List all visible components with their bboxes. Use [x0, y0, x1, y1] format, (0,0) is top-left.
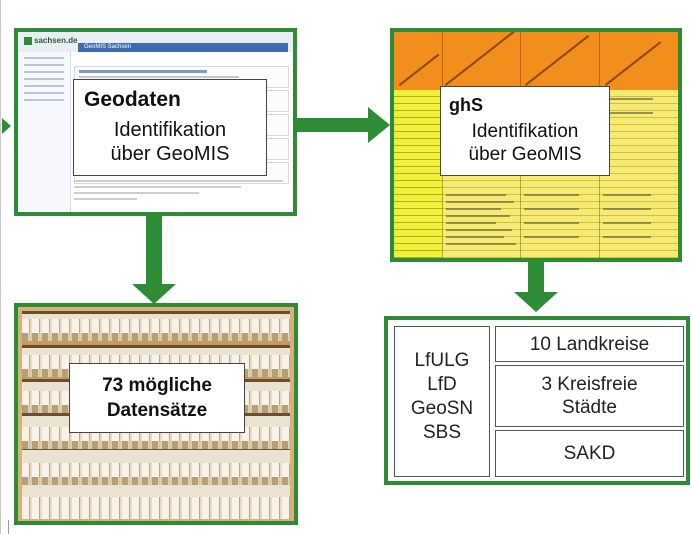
geodaten-line2: über GeoMIS — [110, 143, 230, 165]
authorities-box: LfULG LfD GeoSN SBS — [394, 326, 490, 477]
datasets-line2: Datensätze — [106, 400, 208, 421]
authorities-list: LfULG LfD GeoSN SBS — [395, 349, 489, 445]
authority-item: LfD — [427, 374, 457, 395]
site-logo-text: sachsen.de — [34, 36, 78, 45]
slide-corner-mark — [8, 520, 9, 534]
right-arrow-icon — [297, 107, 390, 143]
spreadsheet-id-column — [394, 90, 442, 258]
geodaten-line1: Identifikation — [113, 119, 227, 141]
kreisfreie-staedte-cell: 3 Kreisfreie Städte — [495, 365, 684, 427]
authority-item: SBS — [422, 422, 462, 443]
landkreise-cell: 10 Landkreise — [495, 326, 684, 362]
incoming-arrow-icon — [2, 118, 11, 134]
geomis-footer — [74, 176, 283, 206]
ghs-callout: ghS Identifikation über GeoMIS — [440, 86, 610, 176]
down-arrow-left-icon — [132, 216, 176, 304]
sachsen-logo: sachsen.de — [24, 36, 78, 45]
geomis-tab: GeoMIS Sachsen — [78, 43, 288, 52]
ghs-line1: Identifikation — [471, 121, 579, 142]
datasets-line1: 73 mögliche — [102, 375, 212, 396]
geodaten-callout: Geodaten Identifikation über GeoMIS — [73, 79, 267, 176]
logo-mark-icon — [24, 36, 32, 45]
datasets-text: 73 mögliche Datensätze — [70, 373, 244, 423]
ghs-title: ghS — [449, 95, 483, 115]
down-arrow-right-icon — [514, 262, 558, 312]
geodaten-subtitle: Identifikation über GeoMIS — [74, 118, 266, 166]
ghs-subtitle: Identifikation über GeoMIS — [441, 120, 609, 166]
geomis-header: sachsen.de GeoMIS Sachsen — [18, 32, 293, 52]
ghs-line2: über GeoMIS — [468, 144, 582, 165]
spreadsheet-header — [394, 32, 678, 90]
authority-item: GeoSN — [410, 398, 474, 419]
organisations-panel: LfULG LfD GeoSN SBS 10 Landkreise 3 Krei… — [384, 316, 690, 485]
geodaten-title: Geodaten — [84, 88, 181, 111]
slide-left-edge — [0, 0, 1, 534]
datasets-callout: 73 mögliche Datensätze — [69, 363, 245, 433]
geomis-sidebar — [18, 52, 71, 212]
sakd-cell: SAKD — [495, 430, 684, 477]
authority-item: LfULG — [414, 350, 470, 371]
jar-row — [22, 497, 290, 519]
